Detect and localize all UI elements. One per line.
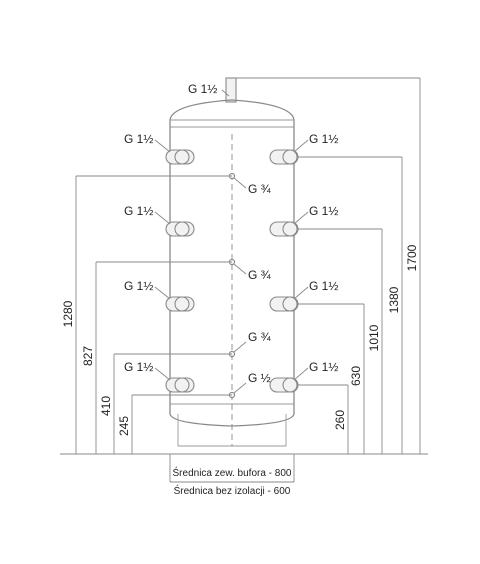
center-connection-label: G ½ [248, 371, 271, 385]
center-connection-label: G ¾ [248, 330, 272, 344]
right-connection-label: G 1½ [309, 204, 338, 218]
dimension-label: 1700 [405, 244, 419, 271]
right-connection-label: G 1½ [309, 279, 338, 293]
right-connection-label: G 1½ [309, 132, 338, 146]
left-connection-label: G 1½ [124, 132, 153, 146]
outer-diameter-caption: Średnica zew. bufora - 800 [173, 466, 292, 479]
dimension-label: 1380 [387, 286, 401, 313]
right-pipes [269, 149, 299, 393]
center-connection-label: G ¾ [248, 268, 272, 282]
left-dimension-lines [75, 175, 232, 454]
left-connection-label: G 1½ [124, 204, 153, 218]
dimension-label: 245 [117, 416, 131, 436]
tank-body [169, 99, 295, 447]
dimension-label: 1010 [367, 324, 381, 351]
dimension-label: 1280 [61, 300, 75, 327]
right-dimension-lines [298, 78, 421, 454]
top-connection-label: G 1½ [188, 82, 217, 96]
dimension-label: 827 [81, 346, 95, 366]
right-connection-label: G 1½ [309, 360, 338, 374]
center-connection-label: G ¾ [248, 182, 272, 196]
left-pipes [165, 149, 195, 393]
dimension-label: 260 [333, 410, 347, 430]
inner-diameter-caption: Średnica bez izolacji - 600 [174, 484, 291, 497]
dimension-label: 410 [99, 396, 113, 416]
base-lines [60, 453, 428, 483]
top-outlet [225, 77, 420, 103]
dimension-label: 630 [349, 366, 363, 386]
leader-lines [154, 89, 309, 381]
left-connection-label: G 1½ [124, 360, 153, 374]
left-connection-label: G 1½ [124, 279, 153, 293]
